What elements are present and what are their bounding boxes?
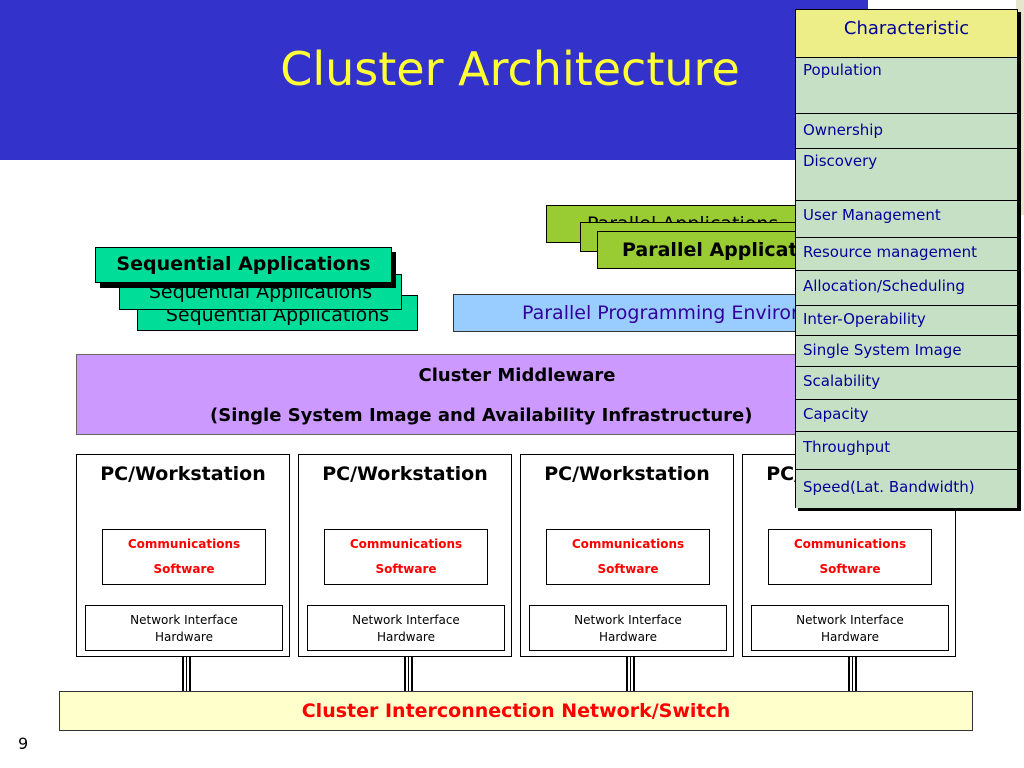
nic-line1: Network Interface — [352, 613, 460, 627]
communications-software: Communications Software — [102, 529, 266, 585]
node-pc-workstation-3: PC/Workstation Communications Software N… — [520, 454, 734, 657]
characteristic-row-allocation-scheduling: Allocation/Scheduling — [796, 271, 1017, 306]
node-title: PC/Workstation — [322, 463, 488, 485]
decorative-strip — [1016, 0, 1024, 215]
sequential-applications-front: Sequential Applications — [95, 247, 392, 283]
node-title: PC/Workstation — [100, 463, 266, 485]
comm-line2: Software — [375, 562, 437, 576]
bus-connector — [404, 657, 413, 691]
node-pc-workstation-2: PC/Workstation Communications Software N… — [298, 454, 512, 657]
comm-line1: Communications — [571, 537, 685, 551]
comm-line1: Communications — [793, 537, 907, 551]
middleware-title: Cluster Middleware — [418, 365, 616, 386]
middleware-subtitle: (Single System Image and Availability In… — [210, 405, 753, 426]
characteristic-table: Characteristic Population Ownership Disc… — [795, 9, 1018, 508]
cluster-interconnection-network: Cluster Interconnection Network/Switch — [59, 691, 973, 731]
characteristic-row-ownership: Ownership — [796, 114, 1017, 149]
characteristic-row-speed: Speed(Lat. Bandwidth) — [796, 470, 1017, 508]
network-interface-hardware: Network Interface Hardware — [751, 605, 949, 651]
nic-line1: Network Interface — [130, 613, 238, 627]
parallel-programming-environment: Parallel Programming Environment — [453, 294, 833, 332]
network-interface-hardware: Network Interface Hardware — [529, 605, 727, 651]
characteristic-row-capacity: Capacity — [796, 400, 1017, 432]
communications-software: Communications Software — [768, 529, 932, 585]
communications-software: Communications Software — [546, 529, 710, 585]
characteristic-row-user-management: User Management — [796, 201, 1017, 238]
characteristic-row-discovery: Discovery — [796, 149, 1017, 201]
title-banner — [0, 0, 868, 160]
comm-line2: Software — [153, 562, 215, 576]
comm-line2: Software — [597, 562, 659, 576]
characteristic-row-throughput: Throughput — [796, 432, 1017, 470]
nic-line1: Network Interface — [796, 613, 904, 627]
communications-software: Communications Software — [324, 529, 488, 585]
bus-connector — [848, 657, 857, 691]
characteristic-row-scalability: Scalability — [796, 367, 1017, 400]
characteristic-row-inter-operability: Inter-Operability — [796, 306, 1017, 336]
nic-line2: Hardware — [821, 630, 879, 644]
nic-line2: Hardware — [599, 630, 657, 644]
comm-line1: Communications — [127, 537, 241, 551]
network-interface-hardware: Network Interface Hardware — [307, 605, 505, 651]
bus-connector — [626, 657, 635, 691]
slide-title: Cluster Architecture — [280, 42, 740, 96]
cluster-middleware: Cluster Middleware (Single System Image … — [76, 354, 816, 435]
characteristic-row-resource-management: Resource management — [796, 238, 1017, 271]
network-interface-hardware: Network Interface Hardware — [85, 605, 283, 651]
parallel-applications-front: Parallel Applications — [597, 231, 847, 269]
characteristic-row-single-system-image: Single System Image — [796, 336, 1017, 367]
node-title: PC/Workstation — [544, 463, 710, 485]
bus-connector — [182, 657, 191, 691]
comm-line2: Software — [819, 562, 881, 576]
page-number: 9 — [18, 734, 29, 753]
nic-line2: Hardware — [155, 630, 213, 644]
comm-line1: Communications — [349, 537, 463, 551]
nic-line1: Network Interface — [574, 613, 682, 627]
node-pc-workstation-1: PC/Workstation Communications Software N… — [76, 454, 290, 657]
nic-line2: Hardware — [377, 630, 435, 644]
characteristic-row-population: Population — [796, 58, 1017, 114]
characteristic-table-header: Characteristic — [796, 10, 1017, 58]
